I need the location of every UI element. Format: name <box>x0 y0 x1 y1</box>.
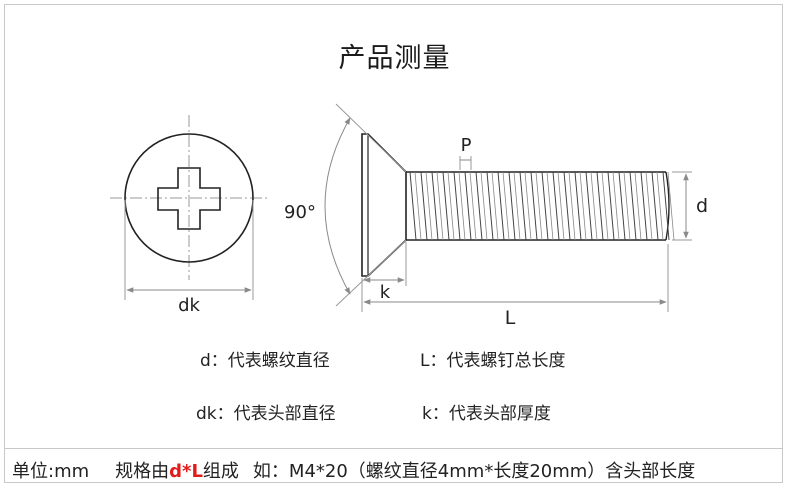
spec-highlight: d*L <box>169 461 203 482</box>
legend-item-d: d：代表螺纹直径 <box>200 346 330 371</box>
thread-crest <box>497 171 505 241</box>
footer-note: 单位:mm 规格由d*L组成如：M4*20（螺纹直径4mm*长度20mm）含头部长… <box>12 457 695 483</box>
thread-root <box>513 171 521 241</box>
legend-item-dk: dk：代表头部直径 <box>196 399 336 424</box>
thread-crest <box>475 171 483 241</box>
thread-root <box>480 171 488 241</box>
legend-item-L: L：代表螺钉总长度 <box>420 346 565 371</box>
thread-crest <box>409 171 417 241</box>
head-thickness-dimension <box>361 242 407 312</box>
thread-crest <box>530 171 538 241</box>
thread-crest <box>442 171 450 241</box>
thread-root <box>436 171 444 241</box>
thread-root <box>469 171 477 241</box>
thread-root <box>601 171 609 241</box>
thread-crest <box>662 171 670 241</box>
thread-crest <box>629 171 637 241</box>
angle-arc <box>324 117 351 295</box>
thread-root <box>524 171 532 241</box>
L-label: L <box>505 307 516 329</box>
thread-root <box>579 171 587 241</box>
thread-crest <box>486 171 494 241</box>
thread-root <box>458 171 466 241</box>
pitch-dimension <box>459 156 472 170</box>
head-circle <box>124 133 254 263</box>
thread-crest <box>640 171 648 241</box>
thread-root <box>502 171 510 241</box>
thread-root <box>535 171 543 241</box>
diameter-dimension <box>672 171 692 241</box>
thread-crest <box>552 171 560 241</box>
d-label: d <box>696 195 708 217</box>
thread-root <box>447 171 455 241</box>
thread-root <box>623 171 631 241</box>
spec-prefix: 规格由 <box>115 461 170 482</box>
legend-desc: ：代表头部厚度 <box>431 404 551 424</box>
thread-crest <box>453 171 461 241</box>
thread-root <box>568 171 576 241</box>
thread-crest <box>651 171 659 241</box>
legend-key: k <box>422 404 432 424</box>
thread-root <box>557 171 565 241</box>
head-top-view <box>110 115 268 300</box>
thread-root <box>634 171 642 241</box>
legend-desc: ：代表螺纹直径 <box>210 351 330 371</box>
phillips-cross-icon <box>157 167 221 230</box>
thread-crest <box>596 171 604 241</box>
thread-crest <box>585 171 593 241</box>
P-label: P <box>461 135 472 156</box>
head-side-view <box>324 103 407 307</box>
thread-root <box>656 171 664 241</box>
legend-desc: ：代表螺钉总长度 <box>429 351 566 371</box>
unit-text: 单位:mm <box>12 461 90 482</box>
length-dimension <box>363 244 669 312</box>
thread-crest <box>420 171 428 241</box>
legend-key: L <box>420 351 430 371</box>
thread-root <box>491 171 499 241</box>
frame <box>4 4 783 483</box>
legend-item-k: k：代表头部厚度 <box>422 399 551 424</box>
dk-label: dk <box>178 295 200 316</box>
thread-crest <box>607 171 615 241</box>
angle-line-bottom <box>335 239 407 307</box>
angle-line-top <box>335 103 407 173</box>
thread-root <box>590 171 598 241</box>
thread-root <box>645 171 653 241</box>
legend-desc: ：代表头部直径 <box>216 404 336 424</box>
thread-crest <box>541 171 549 241</box>
legend-key: d <box>200 351 211 371</box>
page-title: 产品测量 <box>338 43 451 74</box>
threaded-shank <box>406 171 675 241</box>
thread-root <box>667 171 675 241</box>
thread-root <box>425 171 433 241</box>
thread-crests <box>409 171 675 241</box>
spec-suffix: 组成 <box>202 461 239 482</box>
thread-root <box>414 171 422 241</box>
thread-crest <box>574 171 582 241</box>
k-label: k <box>380 282 391 303</box>
thread-crest <box>431 171 439 241</box>
angle-label: 90° <box>284 202 316 223</box>
thread-crest <box>519 171 527 241</box>
footer-divider <box>4 448 783 449</box>
thread-end <box>665 171 670 241</box>
thread-crest <box>508 171 516 241</box>
thread-root <box>612 171 620 241</box>
thread-crest <box>563 171 571 241</box>
thread-crest <box>618 171 626 241</box>
thread-crest <box>464 171 472 241</box>
example-text: 如：M4*20（螺纹直径4mm*长度20mm）含头部长度 <box>252 461 696 482</box>
legend-key: dk <box>196 404 217 424</box>
thread-root <box>546 171 554 241</box>
